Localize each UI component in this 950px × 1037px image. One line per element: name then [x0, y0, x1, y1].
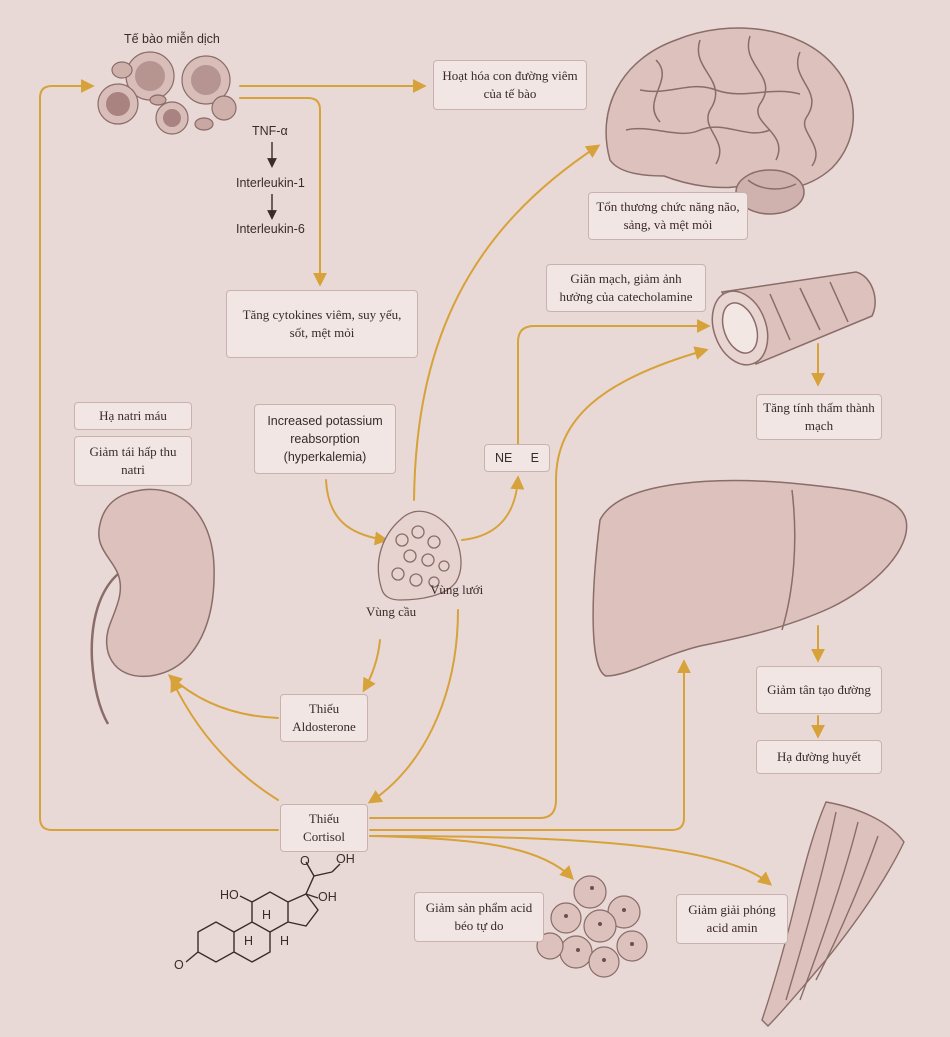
potassium-box: Increased potassium reabsorption (hyperk… — [254, 404, 396, 474]
tnf-alpha-label: TNF-α — [252, 124, 288, 138]
ne-e-box: NE E — [484, 444, 550, 472]
interleukin-6-label: Interleukin-6 — [236, 222, 305, 236]
cortisol-box: Thiếu Cortisol — [280, 804, 368, 852]
muscle-illustration — [761, 801, 905, 1027]
interleukin-1-label: Interleukin-1 — [236, 176, 305, 190]
liver-illustration — [592, 479, 908, 677]
hyponatremia-box: Hạ natri máu — [74, 402, 192, 430]
zona-glomerulosa-label: Vùng cầu — [366, 604, 417, 619]
ne-label: NE — [495, 451, 513, 465]
zona-reticularis-label: Vùng lưới — [430, 582, 484, 597]
arrow-cortisol-to-fat — [369, 835, 574, 881]
arrow-potassium-to-adrenal — [325, 479, 389, 546]
molecule-oh-top-label: OH — [336, 852, 355, 866]
immune-cells-label: Tế bào miễn dịch — [124, 32, 220, 46]
arrow-cortisol-to-vessel — [369, 346, 709, 819]
kidney-illustration — [90, 488, 215, 725]
blood-vessel-illustration — [711, 271, 876, 366]
molecule-h1-label: H — [244, 934, 254, 948]
brain-damage-box: Tổn thương chức năng não, sảng, và mệt m… — [588, 192, 748, 240]
vasodilation-box: Giãn mạch, giảm ảnh hưởng của catecholam… — [546, 264, 706, 312]
molecule-ho-label: HO — [220, 888, 239, 902]
amino-acid-box: Giảm giải phóng acid amin — [676, 894, 788, 944]
arrow-cortisol-to-kidney — [170, 677, 279, 801]
sodium-reabsorption-box: Giảm tái hấp thu natri — [74, 436, 192, 486]
arrow-cortisol-loop-to-immune — [39, 79, 279, 831]
molecule-h3-label: H — [280, 934, 290, 948]
arrow-cortisol-to-muscle — [369, 835, 773, 886]
molecule-o-top-label: O — [300, 854, 310, 868]
molecule-o-side-label: O — [174, 958, 184, 972]
inflammatory-pathway-box: Hoạt hóa con đường viêm của tế bào — [433, 60, 587, 110]
cytokines-box: Tăng cytokines viêm, suy yếu, sốt, mệt m… — [226, 290, 418, 358]
e-label: E — [530, 451, 539, 465]
arrow-reticularis-to-cortisol — [367, 609, 459, 804]
aldosterone-box: Thiếu Aldosterone — [280, 694, 368, 742]
arrow-cortisol-to-liver — [369, 659, 691, 831]
hypoglycemia-box: Hạ đường huyết — [756, 740, 882, 774]
arrow-glomerulosa-to-aldosterone — [362, 639, 381, 693]
molecule-oh-side-label: OH — [318, 890, 337, 904]
fat-cells-illustration — [536, 875, 648, 978]
arrow-immune-to-cytokines — [239, 97, 327, 287]
adrenal-gland-illustration — [377, 510, 462, 601]
fatty-acid-box: Giảm sản phẩm acid béo tự do — [414, 892, 544, 942]
cortisol-molecule — [185, 861, 341, 963]
arrow-adrenal-to-brain — [413, 144, 601, 501]
gluconeogenesis-box: Giảm tân tạo đường — [756, 666, 882, 714]
arrow-aldosterone-to-kidney — [167, 674, 279, 719]
permeability-box: Tăng tính thấm thành mạch — [756, 394, 882, 440]
immune-cells-illustration — [97, 51, 237, 135]
arrow-ne-to-vessel — [517, 319, 711, 449]
arrow-adrenal-to-ne — [461, 475, 525, 541]
molecule-h2-label: H — [262, 908, 272, 922]
brain-illustration — [605, 27, 854, 215]
